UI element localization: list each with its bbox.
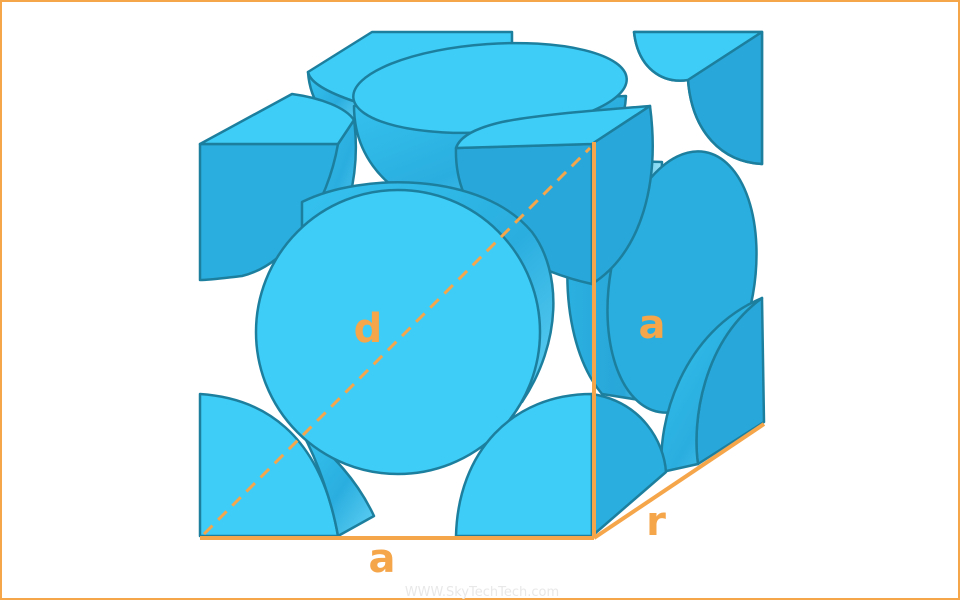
edge-side-label: a [639,302,666,348]
sphere-pieces [198,30,766,538]
diameter-label: d [354,306,383,352]
corner-sphere-front-right-bottom-side [590,392,668,538]
front-face-sphere [254,188,542,476]
edge-bottom-label: a [369,536,396,582]
watermark-text: WWW.SkyTechTech.com [405,585,559,600]
measurement-lines [200,142,766,540]
corner-sphere-front-right-top-side [590,104,654,286]
corner-sphere-front-right-bottom [454,392,594,538]
face-diagonal-line [202,146,592,536]
corner-sphere-front-left-top [198,142,340,282]
radius-label: r [646,499,666,545]
corner-sphere-back-right-top-side [686,30,764,166]
corner-sphere-front-left-top-face [198,92,356,146]
radius-line [592,422,766,540]
